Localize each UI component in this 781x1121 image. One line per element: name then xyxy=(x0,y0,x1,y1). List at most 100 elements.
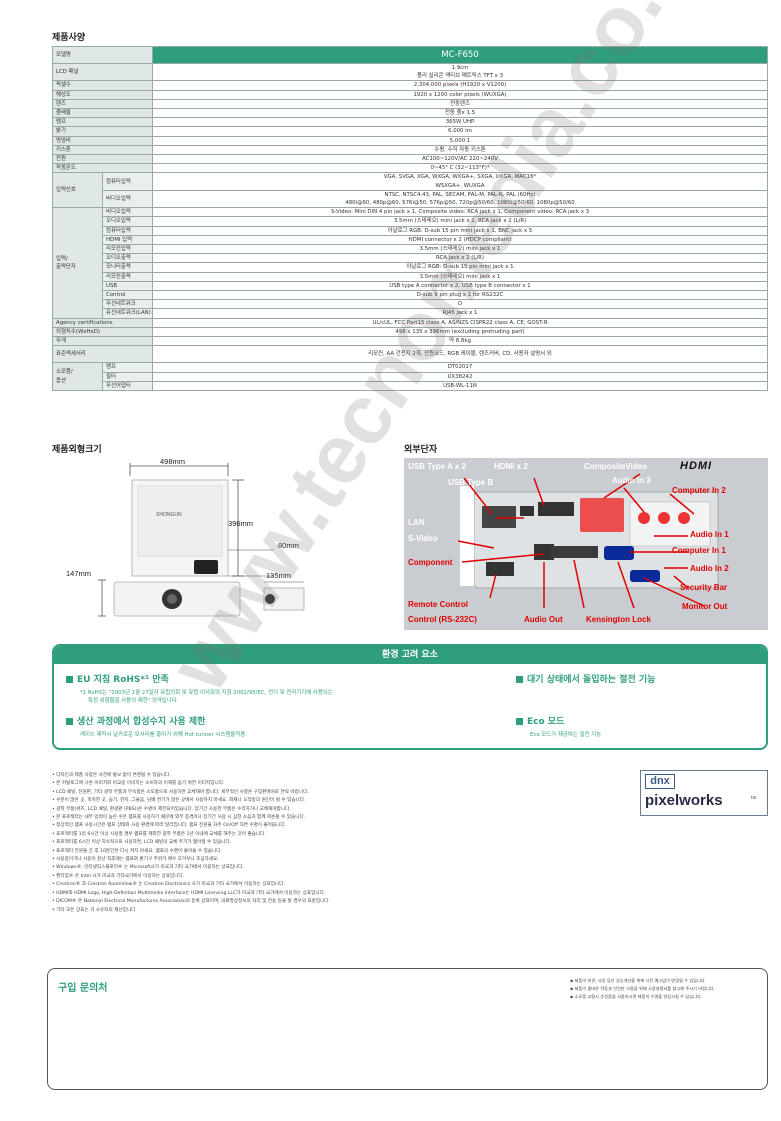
spec-row: 외형치수(WxHxD)498 x 135 x 396mm (excluding … xyxy=(51,326,768,338)
label-monitor-out: Monitor Out xyxy=(682,602,728,611)
spec-value-line: 폴리 실리콘 액티브 매트릭스 TFT x 3 xyxy=(417,73,504,80)
spec-value-line: DT02017 xyxy=(447,364,473,371)
bullet-icon: • xyxy=(52,798,57,804)
spec-value: 1920 x 1200 color pixels (WUXGA) xyxy=(152,89,768,100)
bullet-icon: • xyxy=(52,806,57,812)
note-item: • Windows®, 인터넷익스플로러® 는 Microsoft사가 미국과 … xyxy=(52,864,652,872)
note-item: • 본 프로젝터는 내부 압력이 높은 수은 램프를 사용하기 때문에 외부 충… xyxy=(52,814,652,822)
env-item-desc: 특정 위험물질 사용의 제한" 의약입니다. xyxy=(88,698,179,704)
spec-value-line: WSXGA+, WUXGA xyxy=(435,182,485,189)
inquiry-note: ◆ 제품의 올바른 작동과 안전한 사용을 위해 사용설명서를 참고해 주시기 … xyxy=(570,986,715,991)
label-composite-video: CompositeVideo xyxy=(584,462,647,471)
spec-value: 전동 줌x 1.5 xyxy=(152,108,768,119)
spec-value: 498 x 135 x 396mm (excluding protruding … xyxy=(152,326,768,338)
spec-value: 365W UHP xyxy=(152,117,768,128)
spec-label: 명암비 xyxy=(51,135,154,146)
spec-sub-label: 무선어댑터 xyxy=(101,380,154,391)
note-item: • 펜티엄® 은 Intel 사가 미국과 기타국가에서 이용하는 상표입니다. xyxy=(52,873,652,881)
spec-label: LCD 패널 xyxy=(51,62,154,82)
spec-value-line: 480i@60, 480p@60, 576i@50, 576p@50, 720p… xyxy=(345,200,575,207)
spec-value-line: 약 8.8kg xyxy=(449,338,471,345)
spec-sub-label: 유선네트워크(LAN) xyxy=(101,308,154,319)
spec-value-line: 2,304,000 pixels (H1920 x V1200) xyxy=(413,82,507,89)
square-bullet-icon xyxy=(516,718,523,725)
spec-value-line: 3.5mm (스테레오) mini jack x 1 xyxy=(419,273,501,280)
spec-group-label: 입력신호 xyxy=(52,172,103,209)
inquiry-title: 구입 문의처 xyxy=(58,983,108,994)
label-s-video: S-Video xyxy=(408,534,438,543)
spec-sub-label: 컴퓨터입력 xyxy=(101,172,154,191)
spec-section-title: 제품사양 xyxy=(52,33,86,43)
spec-row: 키스톤 수평, 수직 자동 키스톤 xyxy=(51,144,768,156)
label-computer-in-1: Computer In 1 xyxy=(672,546,726,555)
spec-label: 표준액세서리 xyxy=(51,345,154,364)
note-item: • 프로젝터 전원을 끈 후 10분간은 다시 켜지 마세요. 램프의 수명이 … xyxy=(52,848,652,856)
spec-sub-label: Control xyxy=(101,290,154,301)
bullet-icon: • xyxy=(52,823,57,829)
spec-value-line: NTSC, NTSC4.43, PAL, SECAM, PAL-M, PAL-N… xyxy=(384,191,536,198)
dimension-drawing: 498mm SHONGUN 396mm 80mm 147mm 135mm xyxy=(52,457,388,628)
spec-value-line: 1920 x 1200 color pixels (WUXGA) xyxy=(413,91,507,98)
bullet-icon: • xyxy=(52,873,57,879)
note-text: 본 프로젝터는 내부 압력이 높은 수은 램프를 사용하기 때문에 외부 충격이… xyxy=(56,815,306,821)
bullet-icon: • xyxy=(52,907,57,913)
note-text: LCD 패널, 전원판, 기타 광학 부품과 부속품은 소모품으로 사용하면 교… xyxy=(56,789,309,795)
bullet-icon: • xyxy=(52,831,57,837)
note-text: 프로젝터를 1일 6시간 이상 사용할 경우 램프를 제외한 광학 부품은 1년… xyxy=(56,831,266,837)
square-bullet-icon xyxy=(516,676,523,683)
label-security-bar: Security Bar xyxy=(680,583,728,592)
spec-value-line: RJ45 jack x 1 xyxy=(442,310,478,317)
label-usb-type-b: USB Type B xyxy=(448,478,494,487)
env-item-standby: 대기 상태에서 돌입하는 절전 기능 xyxy=(516,672,655,685)
spec-value-line: 365W UHP xyxy=(445,119,475,126)
spec-value-line: UL/cUL, FCC Part15 class A, AS/NZS CISPR… xyxy=(372,319,548,326)
spec-value-line: O xyxy=(457,301,463,308)
spec-value-line: USB type A connector x 2, USB type B con… xyxy=(389,282,531,289)
spec-sub-label: 비디오입력 xyxy=(101,189,154,209)
spec-group-label: 입력/ 출력단자 xyxy=(52,207,103,319)
spec-label: 키스톤 xyxy=(51,144,154,156)
note-text: 프로젝터 전원을 끈 후 10분간은 다시 켜지 마세요. 램프의 수명이 줄어… xyxy=(56,848,222,854)
bullet-icon: • xyxy=(52,882,57,888)
bullet-icon: • xyxy=(52,848,57,854)
note-item: • LCD 패널, 전원판, 기타 광학 부품과 부속품은 소모품으로 사용하면… xyxy=(52,789,652,797)
bullet-icon: • xyxy=(52,781,57,787)
spec-value-line: 아날로그 RGB: D-sub 15 pin mini jack x 1 xyxy=(406,264,514,271)
spec-value-line: 0~45° C (32~113°F)* xyxy=(430,165,490,172)
note-text: Windows®, 인터넷익스플로러® 는 Microsoft사가 미국과 기타… xyxy=(56,865,244,871)
spec-sub-label: 모니터출력 xyxy=(101,262,154,273)
spec-value: O xyxy=(152,299,768,310)
spec-value: HDMI connector x 2 (HDCP compliant) xyxy=(152,234,768,246)
bullet-icon: • xyxy=(52,789,57,795)
bullet-icon: • xyxy=(52,773,57,778)
logo-text: pixelworks xyxy=(645,792,723,809)
label-component: Component xyxy=(408,558,453,567)
note-text: Crestron® 과 Crestron RoomView® 는 Crestro… xyxy=(56,882,285,888)
spec-value-line: 전동렌즈 xyxy=(450,100,470,107)
spec-value: UX38242 xyxy=(152,371,768,382)
spec-value-line: 수평, 수직 자동 키스톤 xyxy=(434,146,486,153)
model-label: 모델명 xyxy=(51,46,154,64)
spec-value: AC100~120V/AC 220~240V xyxy=(152,154,768,165)
square-bullet-icon xyxy=(66,676,73,683)
spec-value: 3.5mm (스테레오) mini jack x 1 xyxy=(152,244,768,255)
square-bullet-icon xyxy=(66,718,73,725)
spec-value-line: 아날로그 RGB: D-sub 15 pin mini jack x 1, BN… xyxy=(387,227,533,234)
spec-value-line: S-Video: Mini DIN 4 pin jack x 1, Compos… xyxy=(330,209,590,216)
spec-value: 약 8.8kg xyxy=(152,336,768,347)
